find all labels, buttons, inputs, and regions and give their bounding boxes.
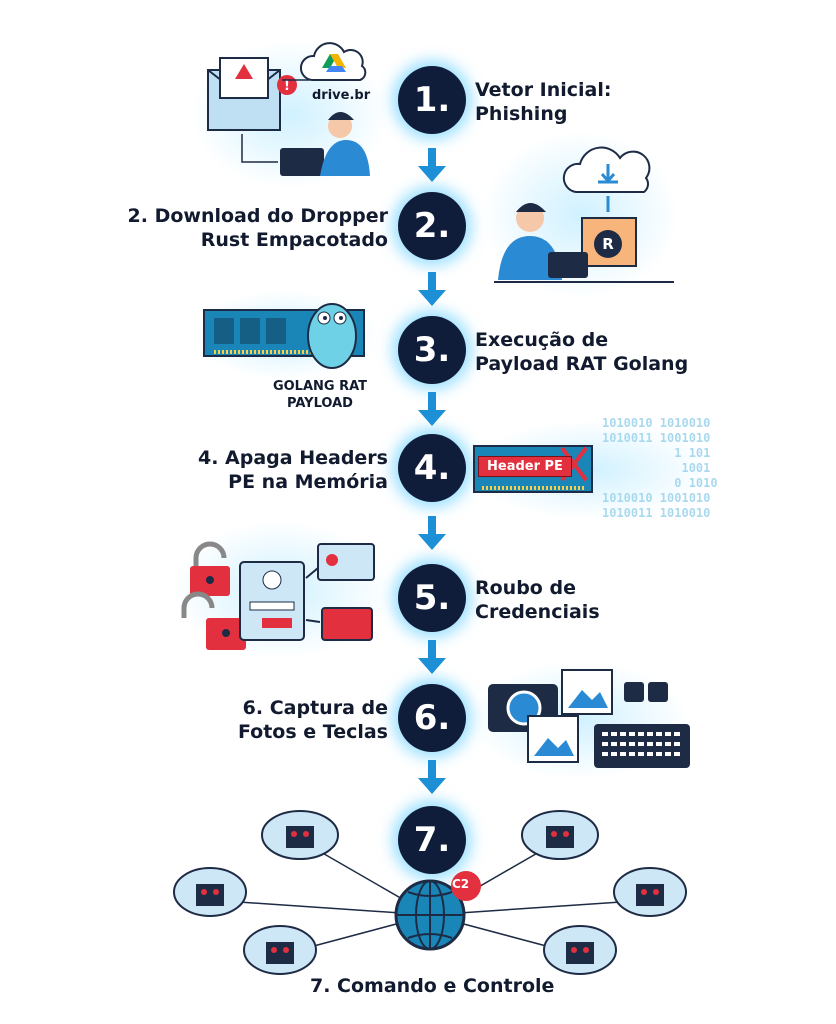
c2-badge: C2: [452, 877, 470, 891]
binary-line: 0 1010: [602, 476, 718, 490]
down-arrow-icon: [418, 760, 446, 794]
credential-theft-illustration: [181, 541, 375, 650]
binary-line: 1010011 1010010: [602, 506, 711, 520]
camera-keyboard-illustration: [488, 669, 690, 768]
label-line: Execução de: [475, 329, 609, 351]
header-pe-badge: Header PE: [478, 456, 572, 477]
step-7-circle: 7.: [398, 806, 466, 874]
caption-line: GOLANG RAT: [272, 379, 368, 394]
binary-line: 1010011 1001010: [602, 431, 711, 445]
down-arrow-icon: [418, 392, 446, 426]
binary-line: 1010010 1001010: [602, 491, 711, 505]
label-line: 2. Download do Dropper: [127, 205, 388, 227]
label-line: Vetor Inicial:: [475, 79, 612, 101]
label-line: Phishing: [475, 103, 568, 125]
label-line: Credenciais: [475, 601, 600, 623]
caption-line: PAYLOAD: [287, 396, 353, 411]
drive-label: drive.br: [312, 88, 371, 103]
step-4-circle: 4.: [398, 434, 466, 502]
binary-line: 1001: [602, 461, 711, 475]
down-arrow-icon: [418, 516, 446, 550]
step-1-label: Vetor Inicial:Phishing: [475, 78, 612, 126]
phishing-email-illustration: !: [207, 57, 370, 176]
label-line: Fotos e Teclas: [237, 721, 388, 743]
step-2-circle: 2.: [398, 192, 466, 260]
golang-caption: GOLANG RAT PAYLOAD: [268, 378, 372, 412]
binary-line: 1010010 1010010: [602, 416, 711, 430]
download-dropper-illustration: R: [494, 146, 674, 283]
svg-text:!: !: [284, 79, 290, 94]
label-line: Payload RAT Golang: [475, 353, 689, 375]
golang-ram-illustration: [203, 303, 365, 369]
step-7-label: 7. Comando e Controle: [310, 975, 555, 997]
cloud-drive-icon: [300, 42, 367, 81]
step-1-circle: 1.: [398, 66, 466, 134]
down-arrow-icon: [418, 640, 446, 674]
c2-network-illustration: [173, 810, 687, 975]
label-line: 6. Captura de: [242, 697, 388, 719]
step-3-circle: 3.: [398, 316, 466, 384]
step-5-circle: 5.: [398, 564, 466, 632]
down-arrow-icon: [418, 148, 446, 182]
label-line: Rust Empacotado: [200, 229, 388, 251]
step-6-circle: 6.: [398, 684, 466, 752]
down-arrow-icon: [418, 272, 446, 306]
label-line: Roubo de: [475, 577, 576, 599]
svg-text:R: R: [602, 235, 614, 253]
label-line: 4. Apaga Headers: [198, 447, 388, 469]
binary-line: 1 101: [602, 446, 711, 460]
label-line: PE na Memória: [228, 471, 388, 493]
